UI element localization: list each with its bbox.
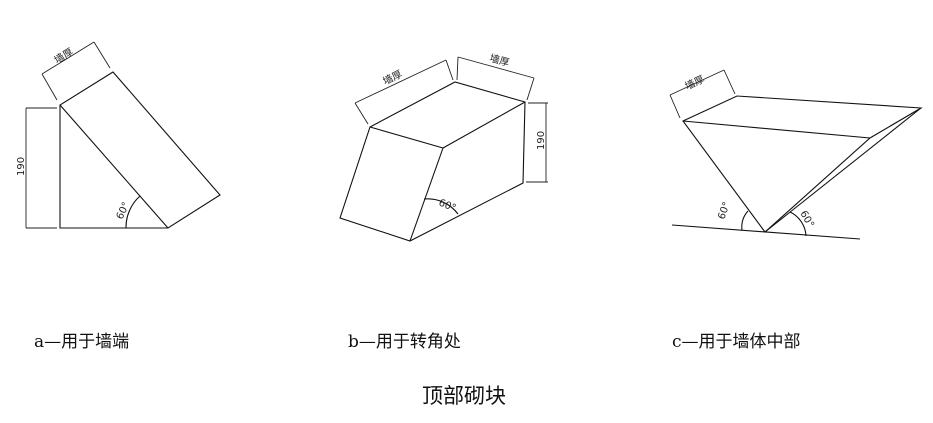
angle-arc-c2 bbox=[789, 211, 807, 237]
thickness-dim-ext-right-a bbox=[93, 41, 111, 69]
diagram-a: 60° 190 墙厚 bbox=[16, 41, 221, 229]
angle-label-b: 60° bbox=[437, 198, 458, 215]
thickness-label-b1: 墙厚 bbox=[381, 67, 405, 87]
ground-line-c bbox=[671, 224, 861, 240]
figure-title: 顶部砌块 bbox=[422, 384, 506, 408]
thickness-dim-ext-c1 bbox=[669, 94, 681, 119]
block-b-top-edge-2 bbox=[442, 101, 526, 149]
caption-b: b—用于转角处 bbox=[348, 332, 461, 352]
thickness-label-c: 墙厚 bbox=[683, 72, 707, 92]
block-a-outline bbox=[59, 71, 221, 229]
block-c-outline bbox=[682, 95, 923, 233]
diagram-c: 60° 60° 墙厚 bbox=[669, 69, 923, 240]
block-b-front-edge bbox=[409, 147, 444, 242]
block-b-outline bbox=[339, 81, 526, 242]
thickness-dim-ext-b1b bbox=[445, 59, 454, 81]
block-c-top-edge bbox=[682, 120, 871, 139]
thickness-dim-ext-c2 bbox=[723, 69, 736, 95]
height-label-b: 190 bbox=[536, 131, 547, 150]
thickness-dim-line-b1 bbox=[354, 59, 447, 104]
caption-c: c—用于墙体中部 bbox=[672, 332, 801, 352]
height-label-a: 190 bbox=[16, 157, 27, 176]
angle-arc-a bbox=[125, 195, 141, 229]
block-c-right-edge bbox=[764, 107, 922, 233]
thickness-label-a: 墙厚 bbox=[52, 45, 76, 67]
thickness-dim-line-a bbox=[41, 41, 95, 75]
angle-arc-c1 bbox=[741, 210, 749, 231]
block-a-slope-edge bbox=[59, 104, 169, 229]
thickness-dim-line-b2 bbox=[457, 56, 535, 79]
thickness-dim-ext-b2b bbox=[526, 77, 535, 101]
thickness-dim-ext-left-a bbox=[41, 73, 58, 101]
thickness-dim-ext-b1a bbox=[354, 102, 369, 125]
angle-arc-b bbox=[423, 198, 459, 215]
angle-label-c1: 60° bbox=[716, 201, 732, 221]
caption-a: a—用于墙端 bbox=[34, 332, 130, 352]
block-b-top-edge bbox=[369, 126, 444, 149]
diagram-b: 60° 190 墙厚 墙厚 bbox=[339, 51, 548, 242]
thickness-dim-ext-b2a bbox=[456, 56, 459, 81]
thickness-dim-line-c bbox=[669, 69, 725, 96]
